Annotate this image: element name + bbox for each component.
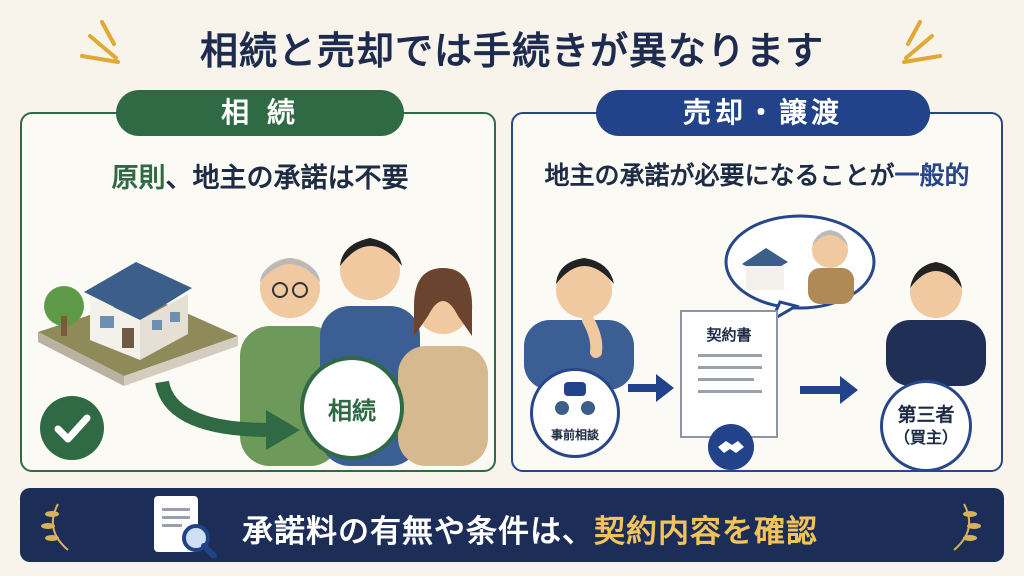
contract-icon: 契約書 — [680, 310, 778, 438]
sale-pill: 売却・譲渡 — [596, 90, 930, 136]
document-search-icon — [154, 496, 217, 558]
speech-bubble-icon — [555, 382, 595, 415]
inheritance-pill: 相 続 — [116, 90, 404, 136]
third-party-label: 第三者 — [897, 404, 955, 427]
subhead-text: 、地主の承諾は不要 — [165, 163, 409, 194]
burst-decoration-right — [902, 20, 942, 64]
subhead-text: 地主の承諾が必要になることが — [544, 161, 895, 190]
seller-icon — [524, 258, 634, 390]
handshake-icon — [708, 424, 754, 470]
curved-arrow-icon — [155, 380, 300, 450]
inheritance-circle: 相続 — [300, 356, 404, 460]
third-party-circle: 第三者 （買主） — [880, 380, 972, 472]
inheritance-subhead: 原則、地主の承諾は不要 — [70, 156, 450, 195]
banner-text-main: 承諾料の有無や条件は、 — [242, 514, 594, 550]
burst-decoration-left — [80, 20, 120, 64]
arrow-right-icon — [800, 376, 858, 404]
checkmark-icon — [40, 396, 104, 460]
buyer-label: （買主） — [893, 427, 958, 447]
sale-subhead: 地主の承諾が必要になることが一般的 — [526, 156, 988, 192]
banner-text-emphasis: 契約内容を確認 — [594, 514, 818, 550]
laurel-icon — [953, 503, 981, 551]
banner-text: 承諾料の有無や条件は、契約内容を確認 — [242, 506, 818, 551]
buyer-icon — [886, 262, 986, 386]
consultation-label: 事前相談 — [550, 428, 599, 442]
subhead-emphasis: 一般的 — [894, 161, 970, 190]
landlord-speech-bubble-icon — [724, 214, 876, 322]
subhead-emphasis: 原則 — [111, 163, 166, 194]
page-title: 相続と売却では手続きが異なります — [199, 29, 824, 73]
arrow-right-icon — [628, 374, 674, 402]
contract-title: 契約書 — [706, 326, 752, 344]
laurel-icon — [41, 503, 69, 551]
consultation-circle: 事前相談 — [530, 368, 620, 458]
house-icon — [38, 262, 238, 386]
